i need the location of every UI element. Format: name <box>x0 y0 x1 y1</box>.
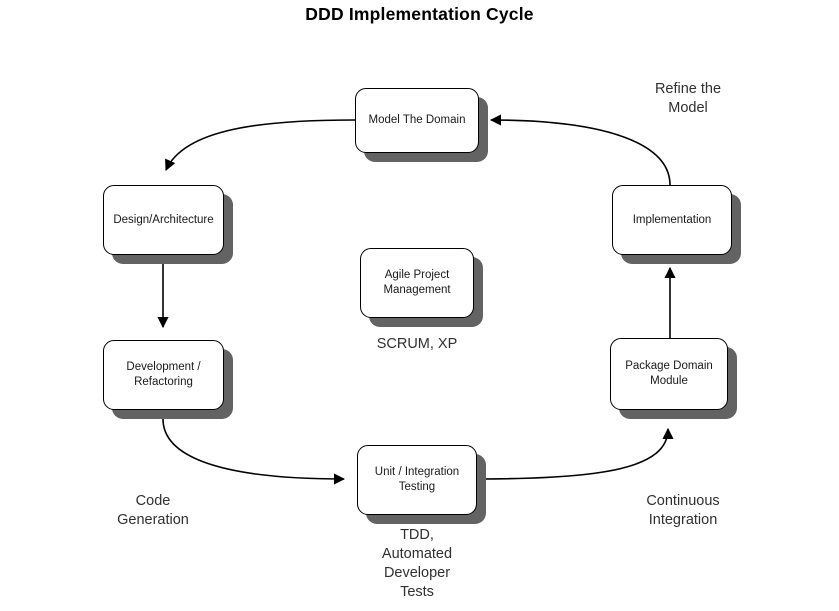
edge-model-to-design <box>165 119 356 172</box>
node-label-design-architecture: Design/Architecture <box>113 213 214 226</box>
caption-refine-the-model: Refine the Model <box>654 81 722 116</box>
node-label-development-refactoring: Development / Refactoring <box>126 361 201 388</box>
node-implementation[interactable]: Implementation <box>612 185 732 255</box>
node-label-model-the-domain: Model The Domain <box>368 114 466 126</box>
node-agile-project-management[interactable]: Agile Project Management <box>360 248 474 318</box>
caption-code-generation: Code Generation <box>117 493 189 528</box>
node-unit-integration-testing[interactable]: Unit / Integration Testing <box>357 445 477 515</box>
node-label-unit-integration-testing: Unit / Integration Testing <box>374 466 460 493</box>
page-title: DDD Implementation Cycle <box>305 4 534 24</box>
node-label-agile-project-management: Agile Project Management <box>383 269 451 296</box>
node-design-architecture[interactable]: Design/Architecture <box>103 185 224 255</box>
node-model-the-domain[interactable]: Model The Domain <box>355 88 479 153</box>
edge-testing-to-package <box>476 427 674 480</box>
edge-development-to-testing <box>162 418 346 485</box>
node-package-domain-module[interactable]: Package Domain Module <box>610 338 728 410</box>
caption-continuous-integration: Continuous Integration <box>646 493 720 528</box>
node-label-implementation: Implementation <box>632 213 712 226</box>
caption-scrum-xp: SCRUM, XP <box>376 336 458 352</box>
edge-implementation-to-model <box>489 114 671 186</box>
node-development-refactoring[interactable]: Development / Refactoring <box>103 340 224 410</box>
node-label-package-domain-module: Package Domain Module <box>625 360 713 387</box>
caption-tdd-automated-developer-tests: TDD, Automated Developer Tests <box>381 527 453 600</box>
